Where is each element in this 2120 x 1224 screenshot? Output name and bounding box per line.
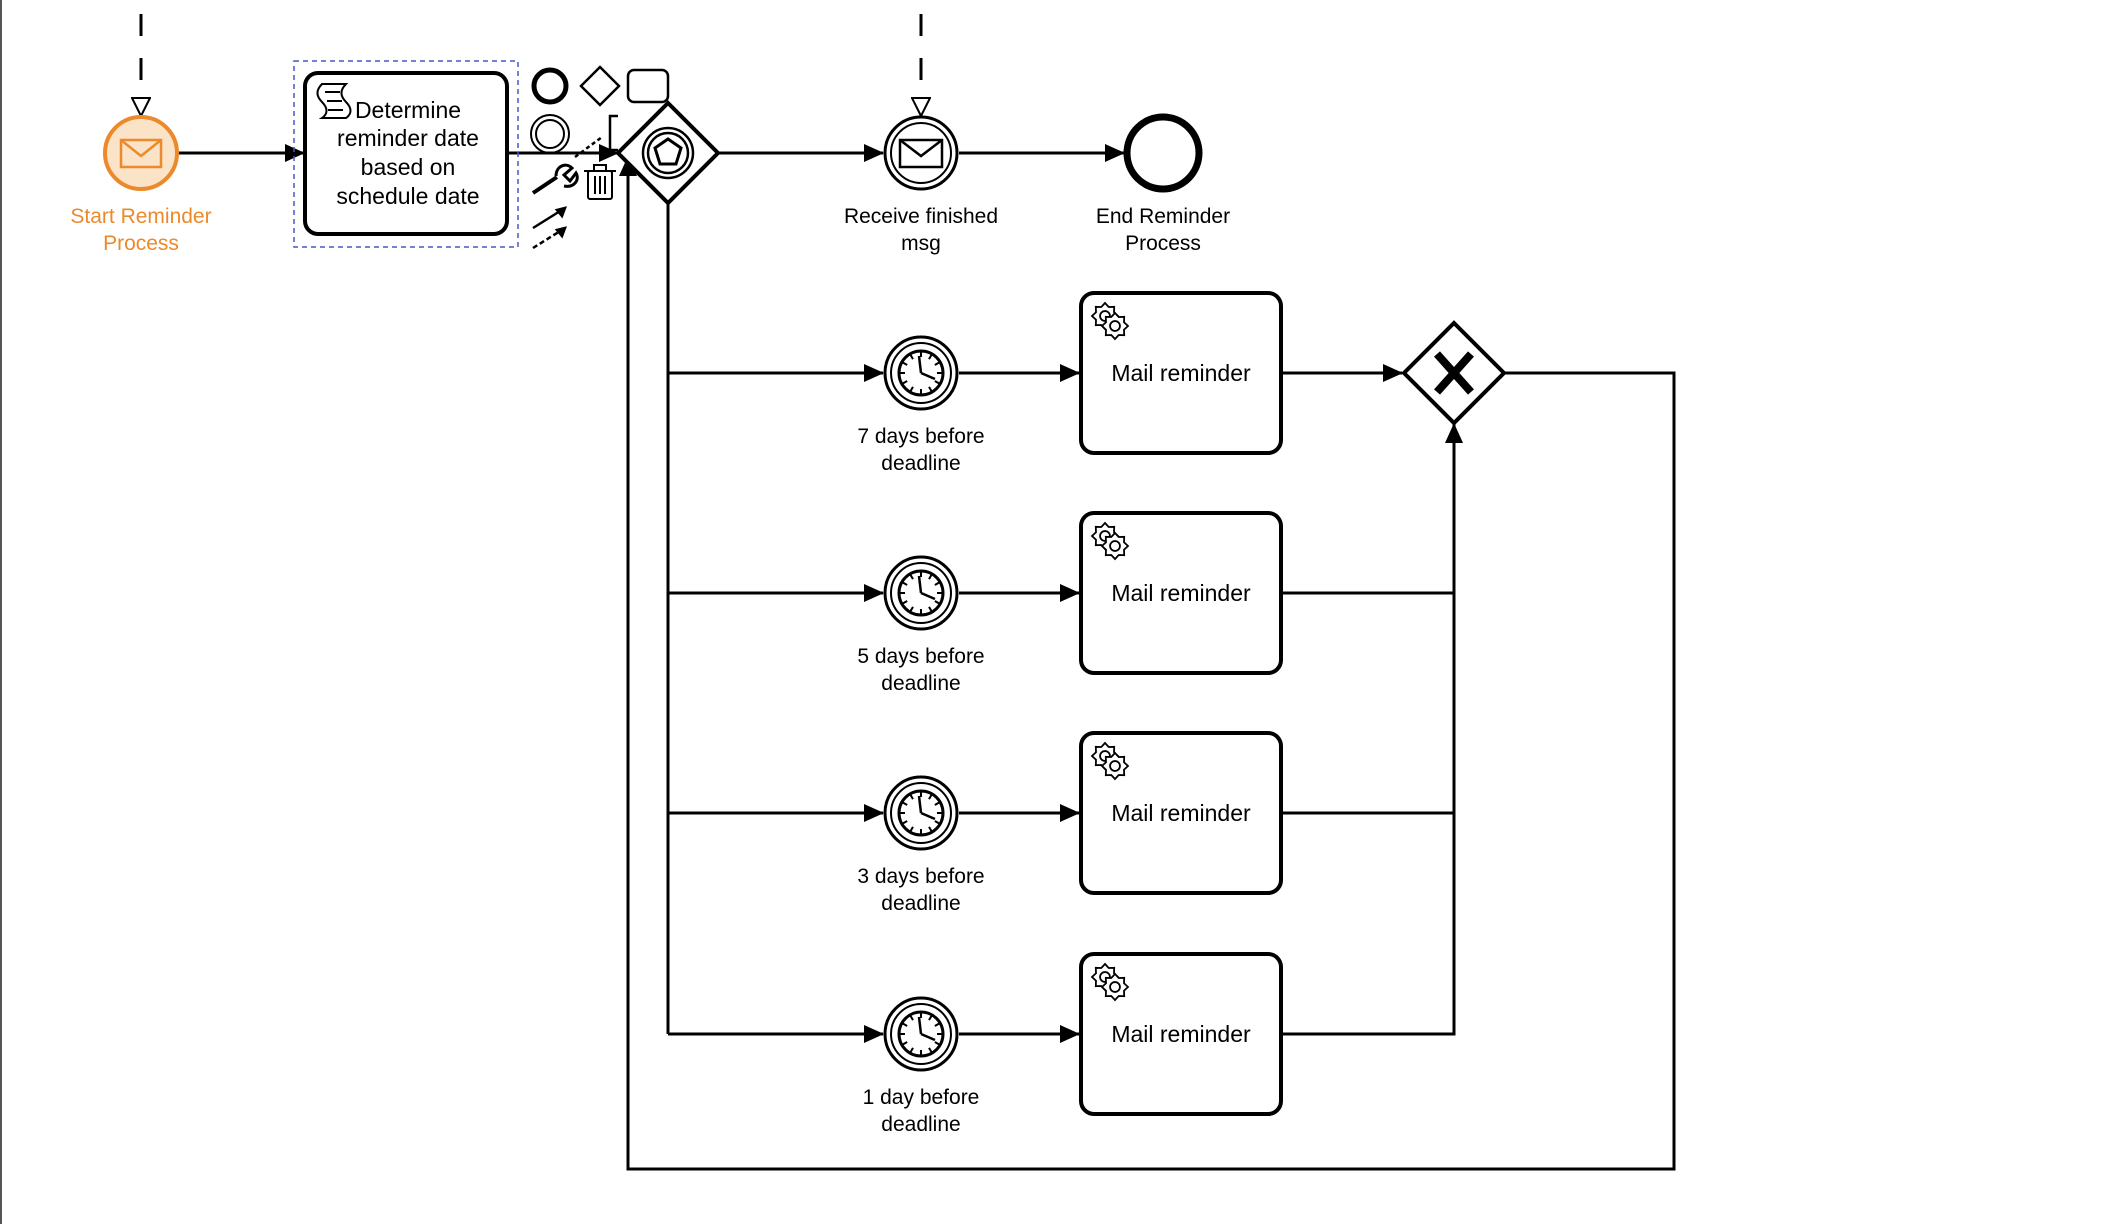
selection-outline: [293, 60, 519, 248]
script-task-label-1: Determine: [355, 97, 461, 123]
x-icon: [1434, 351, 1474, 395]
end-event-label-1: End Reminder: [1096, 205, 1230, 228]
flow-loop-back[interactable]: [619, 156, 1676, 1171]
start-event-label-1: Start Reminder: [70, 205, 211, 228]
receive-event-label-1: Receive finished: [844, 205, 998, 228]
clock-icon: [897, 789, 945, 837]
event-based-gateway[interactable]: [615, 100, 721, 206]
timer-event-1[interactable]: 7 days before deadline: [857, 335, 985, 475]
timer-event-2[interactable]: 5 days before deadline: [857, 555, 985, 695]
service-task-4[interactable]: Mail reminder: [1079, 952, 1283, 1116]
service-task-label-1: Mail reminder: [1111, 360, 1251, 386]
append-task-icon[interactable]: [626, 68, 670, 104]
append-end-event-icon[interactable]: [531, 67, 569, 105]
gear-icon: [1090, 521, 1130, 561]
service-task-label-3: Mail reminder: [1111, 800, 1251, 826]
timer-label-4-line-2: deadline: [881, 1113, 960, 1136]
connect-icon[interactable]: [532, 206, 568, 250]
timer-label-4-line-1: 1 day before: [863, 1086, 980, 1109]
envelope-icon: [119, 138, 163, 169]
timer-label-1-line-1: 7 days before: [857, 425, 984, 448]
start-event-label-2: Process: [103, 232, 179, 255]
script-task-label-2: reminder date: [337, 125, 479, 151]
timer-label-1-line-2: deadline: [881, 452, 960, 475]
clock-icon: [897, 349, 945, 397]
end-event-label-2: Process: [1125, 232, 1201, 255]
gear-icon: [1090, 962, 1130, 1002]
text-annotation-icon[interactable]: [574, 114, 618, 159]
script-task-label-4: schedule date: [336, 183, 479, 209]
gear-icon: [1090, 741, 1130, 781]
timer-label-3-line-1: 3 days before: [857, 865, 984, 888]
timer-label-2-line-1: 5 days before: [857, 645, 984, 668]
script-task-label-3: based on: [361, 154, 456, 180]
receive-event-label-2: msg: [901, 232, 941, 255]
envelope-icon: [898, 138, 944, 169]
script-icon: [316, 83, 352, 119]
service-task-2[interactable]: Mail reminder: [1079, 511, 1283, 675]
timer-event-4[interactable]: 1 day before deadline: [863, 996, 980, 1136]
exclusive-gateway[interactable]: [1401, 320, 1507, 426]
service-task-label-4: Mail reminder: [1111, 1021, 1251, 1047]
clock-icon: [897, 569, 945, 617]
context-pad: [530, 65, 670, 250]
gear-icon: [1090, 301, 1130, 341]
start-event[interactable]: Start Reminder Process: [70, 115, 212, 255]
timer-label-3-line-2: deadline: [881, 892, 960, 915]
sequence-flows: [178, 144, 1676, 1171]
trash-icon[interactable]: [584, 164, 616, 200]
event-based-gateway-icon: [641, 126, 695, 180]
end-event[interactable]: End Reminder Process: [1096, 113, 1230, 255]
clock-icon: [897, 1010, 945, 1058]
script-task[interactable]: Determine reminder date based on schedul…: [293, 60, 519, 248]
flow-tasks-to-xor-bottom[interactable]: [1281, 423, 1463, 1036]
append-gateway-icon[interactable]: [579, 65, 621, 107]
wrench-icon[interactable]: [531, 163, 579, 195]
service-task-3[interactable]: Mail reminder: [1079, 731, 1283, 895]
receive-message-event[interactable]: Receive finished msg: [844, 115, 998, 255]
service-task-label-2: Mail reminder: [1111, 580, 1251, 606]
timer-label-2-line-2: deadline: [881, 672, 960, 695]
timer-event-3[interactable]: 3 days before deadline: [857, 775, 985, 915]
service-task-1[interactable]: Mail reminder: [1079, 291, 1283, 455]
append-intermediate-event-icon[interactable]: [530, 114, 570, 154]
